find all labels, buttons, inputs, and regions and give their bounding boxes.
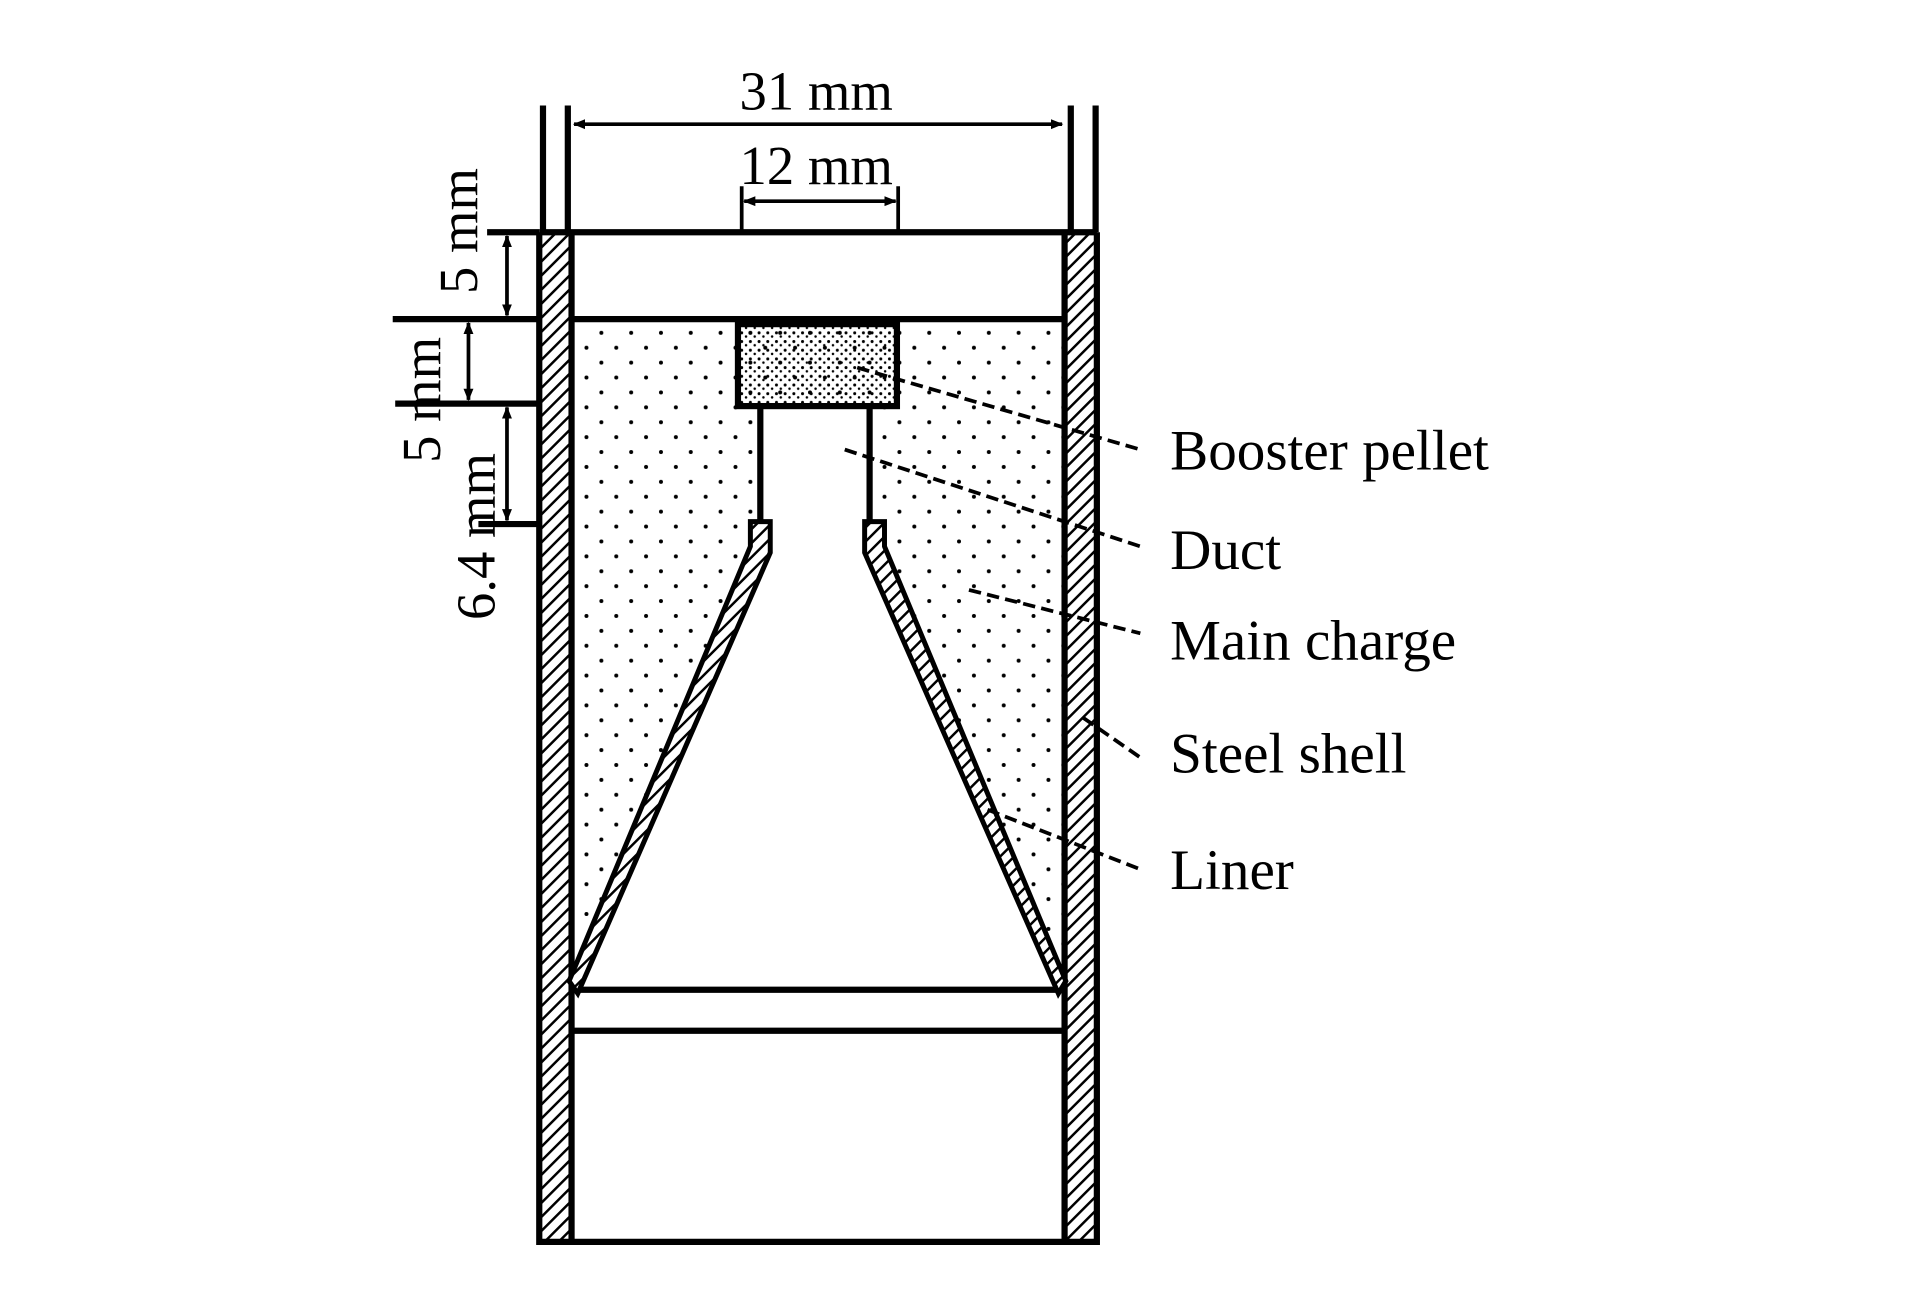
label-duct: Duct: [1170, 519, 1281, 582]
label-steel-shell: Steel shell: [1170, 722, 1406, 785]
dim-duct-length: 6.4 mm: [446, 453, 507, 620]
label-liner: Liner: [1170, 839, 1294, 902]
label-main-charge: Main charge: [1170, 609, 1456, 672]
label-booster-pellet: Booster pellet: [1170, 419, 1489, 482]
dim-pellet-width: 12 mm: [740, 135, 893, 196]
dim-pellet-height: 5 mm: [391, 337, 452, 463]
dim-top-plate: 5 mm: [428, 168, 489, 294]
duct: [757, 406, 873, 528]
dimension-lines: [392, 119, 1064, 528]
steel-shell: [536, 105, 1100, 1245]
booster-pellet: [734, 321, 901, 410]
leader-lines: [844, 365, 1142, 872]
liner: [566, 519, 1069, 999]
main-charge: [574, 320, 1063, 988]
dim-outer-width: 31 mm: [740, 60, 893, 121]
